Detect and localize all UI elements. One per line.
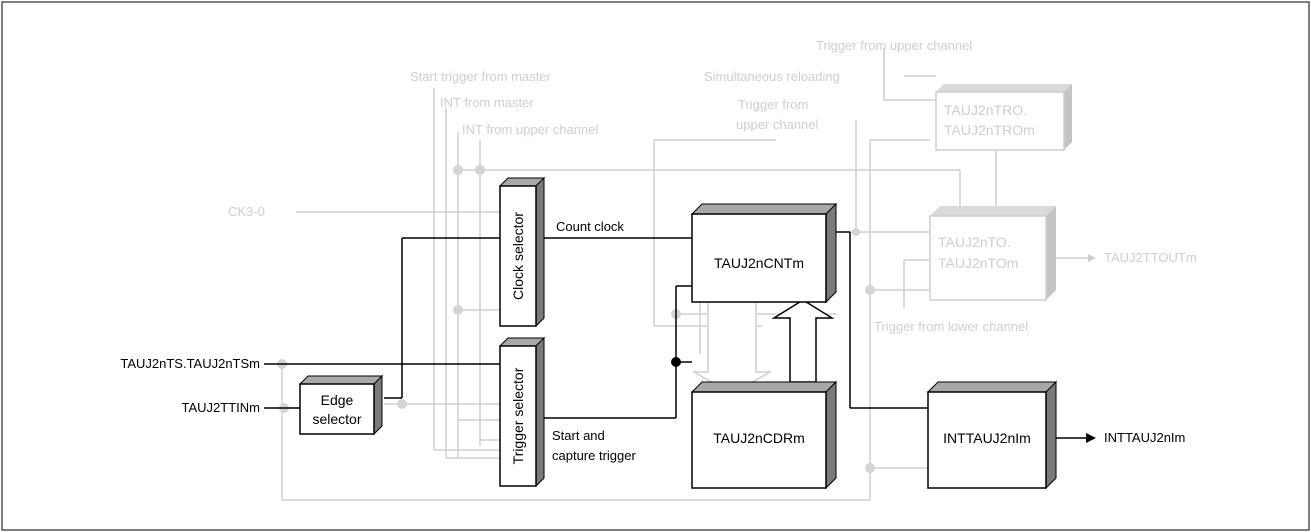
ttin-input-label: TAUJ2TTINm [182,400,260,415]
ck-input-label: CK3-0 [228,204,265,219]
trigger-selector-label: Trigger selector [510,367,526,464]
interrupt-output-label: INTTAUJ2nIm [1104,430,1185,445]
ts-input-label: TAUJ2nTS.TAUJ2nTSm [120,356,260,371]
ttout-arrow-head [1088,254,1096,262]
tro-label-2: TAUJ2nTROm [944,122,1035,138]
to-label-2: TAUJ2nTOm [938,255,1018,271]
edge-selector-label-2: selector [312,411,361,427]
data-register-label: TAUJ2nCDRm [713,430,805,446]
cdr-to-cnt-arrow [771,299,835,383]
start-trigger-master-label: Start trigger from master [410,69,552,84]
interrupt-label: INTTAUJ2nIm [943,430,1031,446]
interrupt-block: INTTAUJ2nIm [926,380,1058,490]
trigger-lower-channel-label: Trigger from lower channel [874,319,1028,334]
trigger-upper-channel-label-2: upper channel [736,117,819,132]
count-clock-label: Count clock [556,219,624,234]
counter-label: TAUJ2nCNTm [714,255,804,271]
trigger-selector-block: Trigger selector [498,336,546,488]
start-capture-label-1: Start and [552,428,605,443]
trigger-junction-dot [671,357,681,367]
clock-selector-label: Clock selector [510,212,526,300]
edge-selector-block: Edge selector [298,374,384,436]
to-label-1: TAUJ2nTO. [938,234,1011,250]
edge-selector-label-1: Edge [321,392,354,408]
int-output-arrow-head [1086,433,1096,443]
clock-selector-block: Clock selector [498,176,546,328]
ttout-output-label: TAUJ2TTOUTm [1104,250,1197,265]
tro-label-1: TAUJ2nTRO. [944,102,1027,118]
trigger-upper-channel-label-1: Trigger from [738,97,808,112]
counter-block: TAUJ2nCNTm [690,202,838,304]
to-block: TAUJ2nTO. TAUJ2nTOm [929,206,1056,301]
start-capture-label-2: capture trigger [552,448,636,463]
tro-block: TAUJ2nTRO. TAUJ2nTROm [935,84,1072,151]
simultaneous-reloading-label: Simultaneous reloading [704,69,840,84]
trigger-upper-channel-top-label: Trigger from upper channel [816,38,972,53]
int-upper-channel-label: INT from upper channel [462,122,598,137]
active-wiring [264,231,1088,439]
int-master-label: INT from master [440,95,534,110]
data-register-block: TAUJ2nCDRm [690,380,838,490]
